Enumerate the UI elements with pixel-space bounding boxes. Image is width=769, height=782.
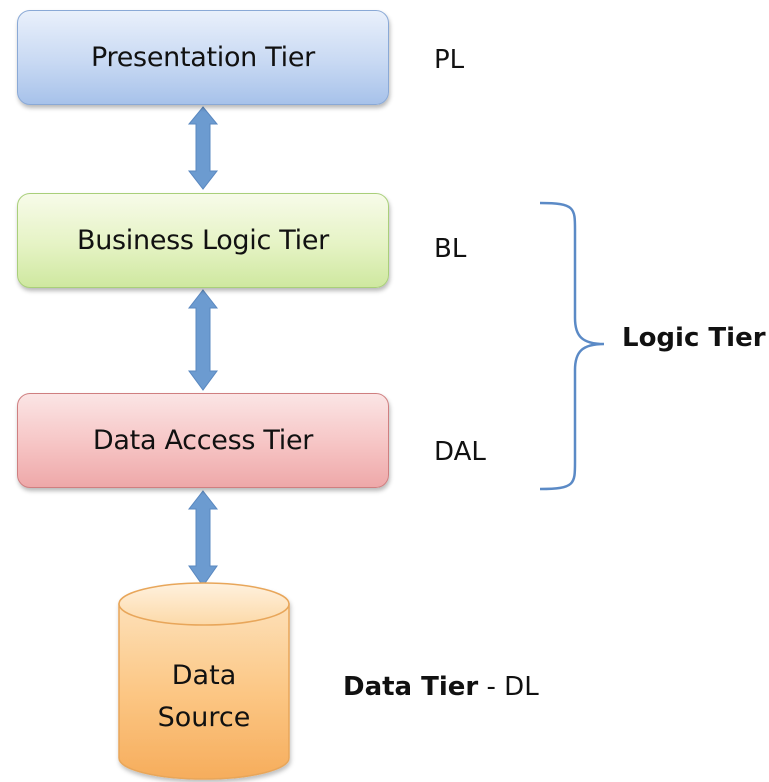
double-arrow-dal-db (187, 490, 219, 587)
presentation-tier-label: Presentation Tier (91, 42, 315, 73)
data-source-line-1: Data (171, 660, 237, 691)
data-tier-suffix: - DL (478, 672, 539, 702)
presentation-tier-box: Presentation Tier (17, 10, 389, 105)
data-source-line-2: Source (157, 702, 251, 733)
data-tier-bold: Data Tier (343, 672, 479, 702)
business-logic-tier-box: Business Logic Tier (17, 193, 389, 288)
logic-tier-brace (539, 201, 605, 491)
abbr-pl: PL (434, 45, 465, 75)
data-source-label: Data Source (119, 655, 289, 739)
data-access-tier-label: Data Access Tier (92, 425, 314, 456)
data-tier-label: Data Tier - DL (343, 672, 539, 702)
double-arrow-pl-bl (187, 106, 219, 190)
logic-tier-label: Logic Tier (622, 323, 766, 353)
business-logic-tier-label: Business Logic Tier (77, 225, 329, 256)
data-source-cylinder (118, 582, 290, 780)
abbr-bl: BL (434, 234, 467, 264)
double-arrow-bl-dal (187, 289, 219, 391)
data-access-tier-box: Data Access Tier (17, 393, 389, 488)
abbr-dal: DAL (434, 437, 486, 467)
